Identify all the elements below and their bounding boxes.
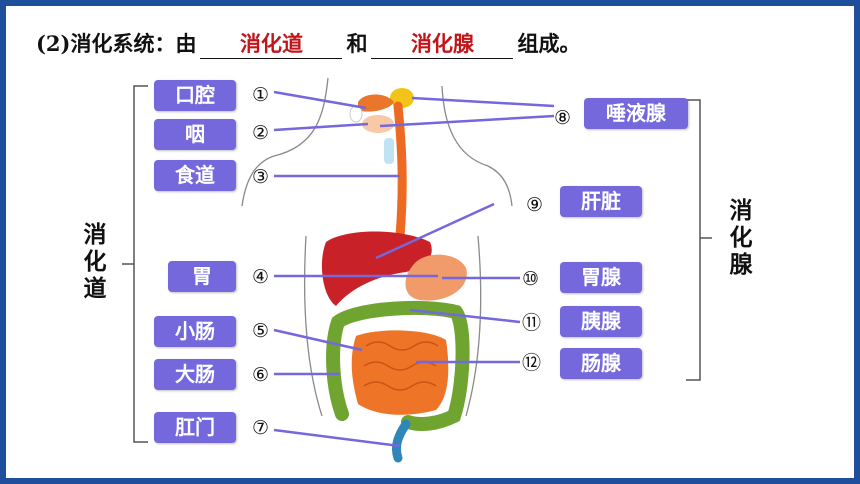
digestive-tract-label: 消化道 [83,222,107,302]
number-4: ④ [252,266,270,288]
number-12: ⑫ [522,352,542,374]
number-8: ⑧ [554,107,572,129]
rectum [391,419,411,463]
digestive-system-illustration [122,77,712,463]
liver [321,231,432,306]
number-2: ② [252,122,270,144]
leader-lines-left [273,90,438,448]
leader-lines-right [375,96,555,364]
tag-mouth: 口腔 [154,80,236,111]
slide: (2)消化系统：由消化道和消化腺组成。 [6,6,854,478]
small-intestine [351,330,449,415]
large-intestine [326,300,470,431]
leader-5 [273,328,363,352]
leader-2 [273,122,369,132]
number-7: ⑦ [252,417,270,439]
tag-salivary-gland: 唾液腺 [584,98,688,129]
title-connector: 和 [346,31,368,56]
number-9: ⑨ [526,194,544,216]
title-suffix: 组成。 [517,31,581,56]
tag-intestinal-gland: 肠腺 [560,348,642,379]
leader-8b [379,114,555,128]
trachea [384,138,394,164]
title-prefix: (2)消化系统：由 [36,31,197,56]
body-outline [241,77,513,417]
digestive-glands-label: 消化腺 [729,198,753,278]
number-6: ⑥ [252,364,270,386]
oral-cavity [358,94,394,112]
tag-large-intestine: 大肠 [154,359,236,390]
tag-stomach: 胃 [168,261,236,292]
tag-pharynx: 咽 [154,119,236,150]
teeth [349,105,363,123]
number-5: ⑤ [252,320,270,342]
tag-esophagus: 食道 [154,160,236,191]
tag-pancreas: 胰腺 [560,306,642,337]
number-3: ③ [252,166,270,188]
number-11: ⑪ [522,312,542,334]
number-10: ⑩ [522,268,540,290]
tag-small-intestine: 小肠 [154,316,236,347]
tag-liver: 肝脏 [560,186,642,217]
leader-11 [409,308,521,324]
leader-8a [411,96,555,108]
left-bracket [122,85,148,443]
number-1: ① [252,84,270,106]
answer-blank-2: 消化腺 [371,28,514,59]
tag-gastric-gland: 胃腺 [560,262,642,293]
leader-9 [375,202,495,260]
leader-1 [273,90,367,110]
leader-7 [273,428,401,448]
tongue [362,115,394,133]
tag-anus: 肛门 [154,412,236,443]
question-title: (2)消化系统：由消化道和消化腺组成。 [36,28,580,68]
stomach [405,254,467,301]
right-bracket [686,99,712,381]
answer-blank-1: 消化道 [200,28,343,59]
